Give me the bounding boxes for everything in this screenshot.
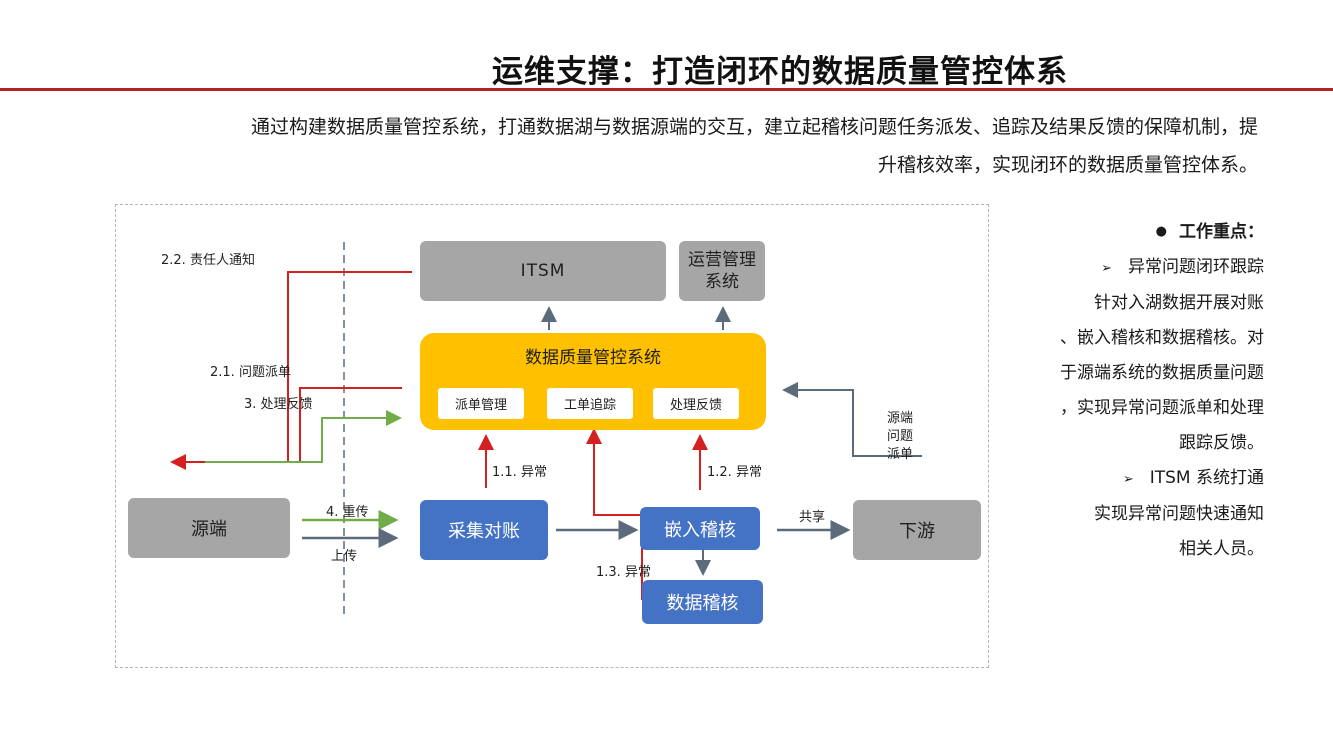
key-point-text: 异常问题闭环跟踪: [1128, 257, 1264, 277]
ops-management-box: 运营管理系统: [679, 241, 765, 301]
reupload-label: 4. 重传: [326, 505, 369, 520]
dispatch-mgmt-box: 派单管理: [438, 388, 524, 419]
embedded-to-tracking-arrow: [586, 428, 640, 516]
ticket-tracking-box: 工单追踪: [547, 388, 633, 419]
embedded-audit-box: 嵌入稽核: [640, 507, 760, 550]
diagram-frame: [115, 204, 989, 668]
key-point-2-line: 相关人员。: [1179, 539, 1264, 559]
key-points-heading-text: 工作重点：: [1179, 222, 1264, 242]
dq-system-box: 数据质量管控系统 派单管理 工单追踪 处理反馈: [420, 333, 766, 430]
key-point-1-line: 于源端系统的数据质量问题: [1060, 363, 1264, 383]
collect-reconcile-box: 采集对账: [420, 500, 548, 560]
key-point-1-line: 跟踪反馈。: [1179, 433, 1264, 453]
key-point-text: ITSM 系统打通: [1149, 468, 1264, 488]
handling-feedback-box: 处理反馈: [653, 388, 739, 419]
key-point-1-line: 、嵌入稽核和数据稽核。对: [1060, 328, 1264, 348]
dq-system-title: 数据质量管控系统: [525, 348, 661, 368]
arrow-bullet-icon: ➢: [1122, 472, 1134, 487]
source-dispatch-arrow: [782, 382, 922, 457]
itsm-box: ITSM: [420, 241, 666, 301]
issue-dispatch-label: 2.1. 问题派单: [210, 365, 291, 380]
anomaly-3-label: 1.3. 异常: [596, 565, 651, 580]
anomaly-2-label: 1.2. 异常: [707, 465, 762, 480]
downstream-box: 下游: [853, 500, 981, 560]
arrow-bullet-icon: ➢: [1101, 261, 1112, 276]
source-dispatch-label-line: 派单: [887, 447, 914, 462]
bullet-dot-icon: ●: [1155, 224, 1167, 239]
key-points-panel: ● 工作重点： ➢ 异常问题闭环跟踪 针对入湖数据开展对账 、嵌入稽核和数据稽核。对…: [1010, 214, 1264, 567]
key-points-heading: ● 工作重点：: [1010, 214, 1264, 250]
source-box: 源端: [128, 498, 290, 558]
anomaly-1-label: 1.1. 异常: [492, 465, 547, 480]
key-point-1-line: ，实现异常问题派单和处理: [1060, 398, 1264, 418]
upload-label: 上传: [331, 549, 358, 564]
key-point-1-line: ➢ 异常问题闭环跟踪: [1010, 250, 1264, 286]
source-dispatch-label-line: 问题: [887, 429, 914, 444]
key-point-1-line: 针对入湖数据开展对账: [1094, 293, 1264, 313]
key-point-2-line: ➢ ITSM 系统打通: [1010, 461, 1264, 497]
key-point-2-line: 实现异常问题快速通知: [1094, 504, 1264, 524]
owner-notify-label: 2.2. 责任人通知: [161, 253, 255, 268]
handling-feedback-label: 3. 处理反馈: [244, 397, 313, 412]
intro-paragraph: 通过构建数据质量管控系统，打通数据湖与数据源端的交互，建立起稽核问题任务派发、追…: [78, 108, 1258, 184]
source-dispatch-label-line: 源端: [887, 411, 914, 426]
intro-line-2: 升稽核效率，实现闭环的数据质量管控体系。: [877, 154, 1258, 176]
title-bar: 运维支撑：打造闭环的数据质量管控体系: [0, 44, 1333, 91]
intro-line-1: 通过构建数据质量管控系统，打通数据湖与数据源端的交互，建立起稽核问题任务派发、追…: [250, 116, 1258, 138]
page-title: 运维支撑：打造闭环的数据质量管控体系: [492, 54, 1068, 90]
data-audit-box: 数据稽核: [642, 580, 763, 624]
source-dispatch-label: 源端 问题 派单: [887, 410, 913, 464]
feedback-arrow: [205, 410, 402, 463]
owner-notify-arrow: [170, 271, 412, 470]
share-label: 共享: [799, 510, 826, 525]
title-divider: [0, 88, 1333, 91]
